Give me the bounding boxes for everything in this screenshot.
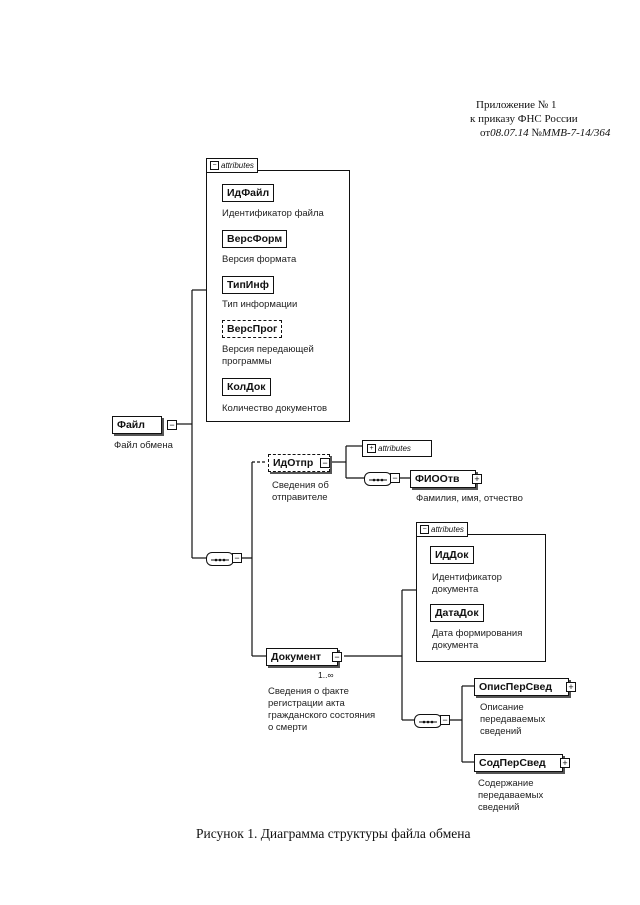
file-attributes-header[interactable]: −attributes	[206, 158, 258, 173]
appendix-line2: к приказу ФНС России	[470, 113, 578, 125]
collapse-icon[interactable]: −	[232, 553, 242, 563]
attr-versform-desc: Версия формата	[222, 254, 297, 265]
appendix-line3: от08.07.14 №ММВ-7-14/364	[480, 127, 611, 139]
document-desc: Сведения о факте регистрации акта гражда…	[268, 686, 376, 733]
attr-idfile[interactable]: ИдФайл	[222, 184, 275, 202]
attr-versprog-desc: Версия передающей программы	[222, 344, 314, 367]
sequence-compositor-icon	[414, 714, 442, 728]
attr-koldok-desc: Количество документов	[222, 403, 328, 414]
collapse-icon[interactable]: −	[332, 652, 342, 662]
sender-node[interactable]: ИдОтпр	[268, 454, 331, 472]
attr-tipinf-desc: Тип информации	[222, 299, 298, 310]
appendix-line1: Приложение № 1	[476, 99, 557, 111]
document-node[interactable]: Документ	[266, 648, 339, 666]
collapse-icon[interactable]: −	[167, 420, 177, 430]
figure-caption: Рисунок 1. Диаграмма структуры файла обм…	[196, 826, 471, 841]
root-file-desc: Файл обмена	[114, 440, 173, 451]
order-date: 08.07.14	[490, 127, 529, 139]
fio-desc: Фамилия, имя, отчество	[416, 493, 523, 504]
attr-iddok[interactable]: ИдДок	[430, 546, 474, 564]
attr-tipinf[interactable]: ТипИнф	[222, 276, 274, 294]
document-attributes-header[interactable]: −attributes	[416, 522, 468, 537]
expand-icon[interactable]: +	[472, 474, 482, 484]
opis-desc: Описание передаваемых сведений	[480, 702, 546, 737]
expand-icon[interactable]: +	[566, 682, 576, 692]
expand-icon[interactable]: +	[560, 758, 570, 768]
attr-koldok[interactable]: КолДок	[222, 378, 271, 396]
sod-node[interactable]: СодПерСвед	[474, 754, 563, 772]
root-file-node[interactable]: Файл	[112, 416, 162, 434]
sequence-compositor-icon	[206, 552, 234, 566]
attr-versform[interactable]: ВерсФорм	[222, 230, 288, 248]
document-multiplicity: 1..∞	[318, 670, 334, 680]
sod-desc: Содержание передаваемых сведений	[478, 778, 544, 813]
collapse-icon[interactable]: −	[390, 473, 400, 483]
collapse-icon: −	[420, 525, 429, 535]
attr-versprog[interactable]: ВерсПрог	[222, 320, 283, 338]
sender-attributes-header[interactable]: +attributes	[362, 440, 432, 457]
attr-datadok[interactable]: ДатаДок	[430, 604, 484, 622]
appendix-header: Приложение № 1 к приказу ФНС России от08…	[470, 98, 640, 140]
expand-icon: +	[367, 444, 376, 454]
attr-iddok-desc: Идентификатор документа	[432, 572, 502, 595]
attr-datadok-desc: Дата формирования документа	[432, 628, 523, 651]
collapse-icon[interactable]: −	[440, 715, 450, 725]
attr-idfile-desc: Идентификатор файла	[222, 208, 324, 219]
collapse-icon: −	[210, 161, 219, 171]
collapse-icon[interactable]: −	[320, 458, 330, 468]
sequence-compositor-icon	[364, 472, 392, 486]
opis-node[interactable]: ОписПерСвед	[474, 678, 570, 696]
order-number: ММВ-7-14/364	[541, 127, 611, 139]
sender-desc: Сведения об отправителе	[272, 480, 329, 503]
fio-node[interactable]: ФИООтв	[410, 470, 477, 488]
